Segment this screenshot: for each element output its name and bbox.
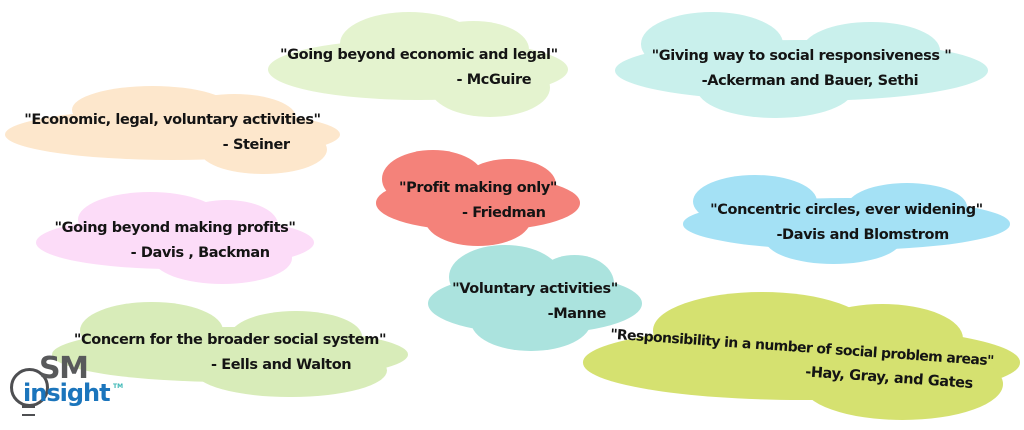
- cloud-puff: [80, 302, 223, 359]
- cloud-puff: [194, 343, 387, 397]
- cloud-text: "Concern for the broader social system" …: [66, 319, 394, 387]
- cloud-puff: [199, 124, 327, 174]
- quote-text: "Concentric circles, ever widening": [710, 201, 983, 218]
- cloud-puff: [424, 192, 532, 246]
- cloud-text: "Profit making only" - Friedman: [384, 167, 572, 236]
- quote-text: "Voluntary activities": [452, 280, 618, 297]
- author-text: - Eells and Walton: [210, 356, 352, 373]
- quote-cloud-steiner: "Economic, legal, voluntary activities" …: [5, 86, 340, 174]
- lightbulb-base-icon: [22, 405, 35, 416]
- cloud-text: "Economic, legal, voluntary activities" …: [18, 102, 326, 165]
- quote-cloud-eells-walton: "Concern for the broader social system" …: [52, 302, 408, 397]
- logo-trademark: TM: [113, 383, 124, 390]
- quote-cloud-friedman: "Profit making only" - Friedman: [376, 150, 580, 246]
- author-text: -Manne: [547, 305, 607, 322]
- cloud-puff: [470, 291, 591, 351]
- quote-cloud-ackerman-bauer-sethi: "Giving way to social responsiveness " -…: [615, 12, 988, 118]
- quote-text: "Profit making only": [398, 180, 558, 197]
- author-text: - Steiner: [222, 137, 290, 154]
- quote-text: "Going beyond making profits": [54, 220, 296, 237]
- logo-insight-text: insight: [23, 379, 111, 407]
- cloud-puff: [764, 214, 903, 264]
- cloud-puff: [697, 58, 854, 118]
- cloud-puff: [152, 232, 292, 284]
- quote-text: "Giving way to social responsiveness ": [651, 47, 952, 64]
- author-text: - Friedman: [461, 205, 546, 222]
- sm-insight-logo: SM insight TM: [8, 351, 124, 426]
- quote-cloud-davis-backman: "Going beyond making profits" - Davis , …: [36, 192, 314, 284]
- cloud-text: "Going beyond economic and legal" - McGu…: [280, 31, 558, 107]
- quote-text: "Economic, legal, voluntary activities": [24, 112, 321, 129]
- author-text: -Ackerman and Bauer, Sethi: [701, 72, 919, 89]
- logo-sm-text: SM: [39, 351, 89, 386]
- quote-cloud-hay-gray-gates: "Responsibility in a number of social pr…: [583, 292, 1020, 420]
- quote-cloud-manne: "Voluntary activities" -Manne: [428, 245, 642, 351]
- quote-text: "Concern for the broader social system": [73, 331, 387, 348]
- cloud-text: "Giving way to social responsiveness " -…: [630, 31, 973, 107]
- quote-cloud-mcguire: "Going beyond economic and legal" - McGu…: [268, 12, 568, 117]
- quote-text: "Going beyond economic and legal": [280, 47, 558, 64]
- cloud-text: "Going beyond making profits" - Davis , …: [47, 209, 303, 275]
- cloud-text: "Voluntary activities" -Manne: [437, 264, 634, 340]
- cloud-puff: [430, 58, 550, 117]
- author-text: - Davis , Backman: [130, 245, 270, 262]
- author-text: - McGuire: [456, 72, 532, 89]
- author-text: -Davis and Blomstrom: [776, 226, 949, 243]
- quote-cloud-davis-blomstrom: "Concentric circles, ever widening" -Dav…: [683, 175, 1010, 264]
- cloud-puff: [801, 348, 1003, 420]
- cloud-text: "Concentric circles, ever widening" -Dav…: [696, 191, 997, 255]
